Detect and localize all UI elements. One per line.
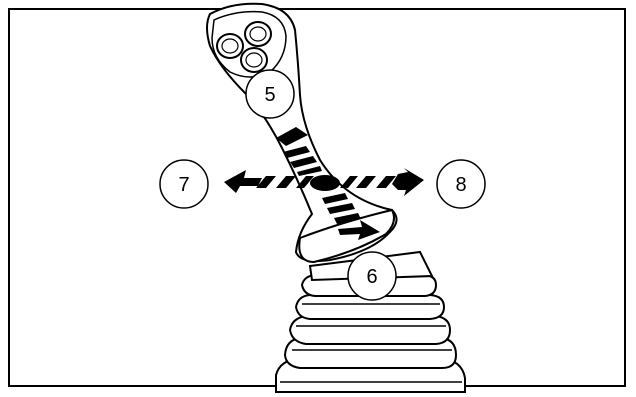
button-left <box>216 33 244 59</box>
callout-7-label: 7 <box>178 174 189 196</box>
callout-8-label: 8 <box>455 174 466 196</box>
joystick-bellows <box>275 250 466 393</box>
backward-arrow <box>322 193 380 240</box>
pivot-dot <box>310 175 340 191</box>
callout-5: 5 <box>245 69 295 119</box>
left-arrow <box>224 170 314 193</box>
callout-5-label: 5 <box>264 84 275 106</box>
callout-7: 7 <box>159 159 209 209</box>
button-bottom <box>240 47 268 73</box>
right-arrow <box>340 168 424 196</box>
handle-buttons <box>216 21 272 73</box>
button-right <box>244 21 272 47</box>
callout-8: 8 <box>436 159 486 209</box>
forward-arrow <box>276 127 322 176</box>
callout-6: 6 <box>347 251 397 301</box>
callout-6-label: 6 <box>366 266 377 288</box>
